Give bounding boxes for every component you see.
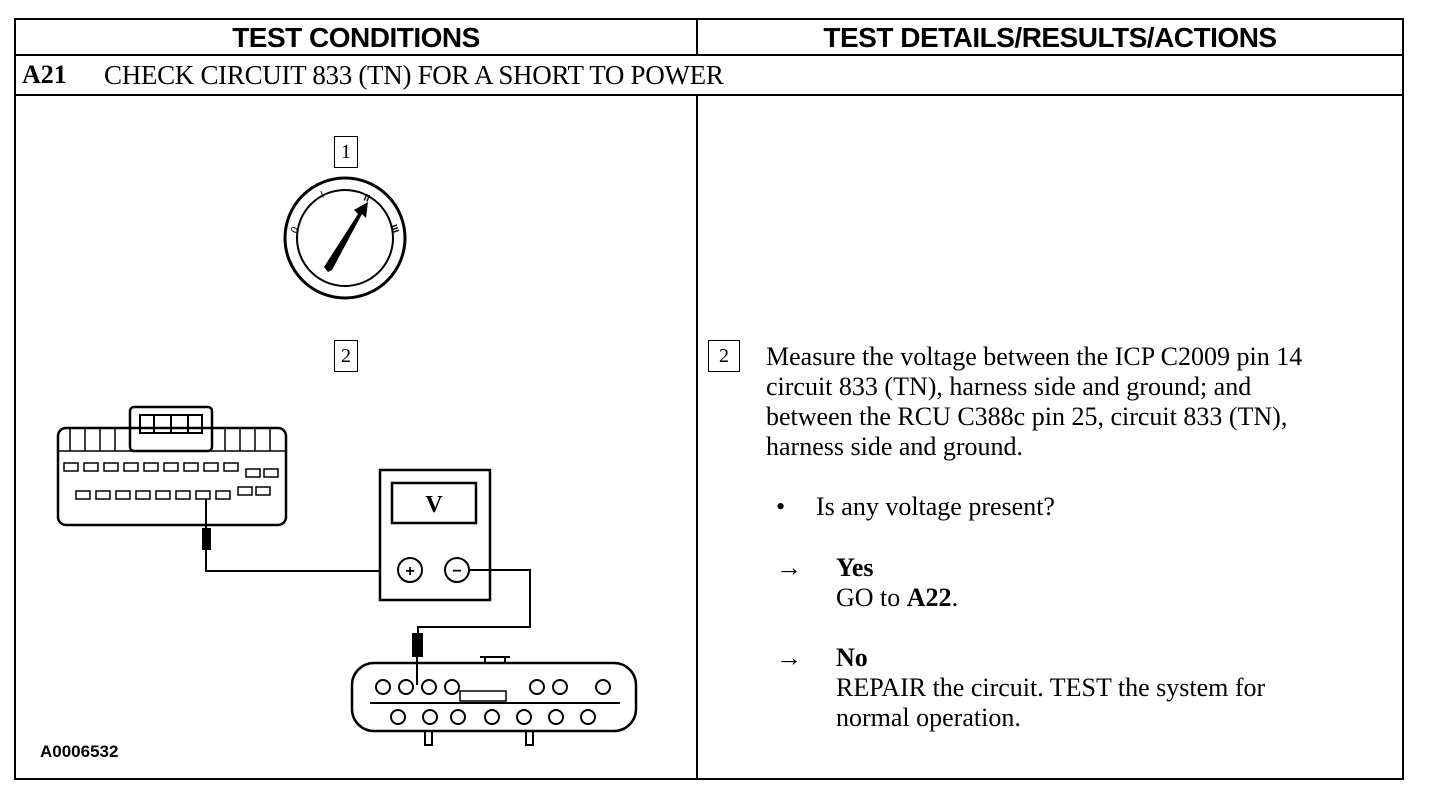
step-2-box-left: 2 bbox=[334, 340, 358, 372]
step-2-box-right: 2 bbox=[708, 340, 740, 372]
header-divider bbox=[14, 54, 1404, 56]
question-text: Is any voltage present? bbox=[816, 492, 1055, 521]
step-1-box: 1 bbox=[334, 136, 358, 168]
instruction-text: Measure the voltage between the ICP C200… bbox=[766, 342, 1396, 462]
no-action-line: REPAIR the circuit. TEST the system for bbox=[836, 673, 1266, 702]
yes-action-target: A22 bbox=[906, 583, 952, 612]
step-title-divider bbox=[14, 94, 1404, 96]
yes-arrow-icon: → bbox=[776, 553, 802, 582]
no-label: No bbox=[836, 643, 868, 672]
header-column-divider bbox=[696, 18, 698, 56]
ignition-switch-icon: 0 I II III bbox=[283, 176, 407, 300]
procedure-table bbox=[14, 18, 1404, 780]
bullet-glyph: • bbox=[776, 492, 786, 521]
instruction-line: between the RCU C388c pin 25, circuit 83… bbox=[766, 402, 1288, 431]
instruction-line: circuit 833 (TN), harness side and groun… bbox=[766, 372, 1252, 401]
instruction-line: harness side and ground. bbox=[766, 432, 1024, 461]
meter-display-label: V bbox=[425, 492, 443, 518]
step-title: CHECK CIRCUIT 833 (TN) FOR A SHORT TO PO… bbox=[104, 60, 724, 90]
multimeter-icon: V + − bbox=[378, 468, 492, 602]
switch-pos-0: 0 bbox=[289, 225, 302, 236]
no-action-line: normal operation. bbox=[836, 703, 1021, 732]
meter-plus-terminal: + bbox=[405, 563, 414, 580]
no-arrow-icon: → bbox=[776, 643, 802, 672]
yes-action: GO to A22. bbox=[836, 583, 958, 613]
yes-action-prefix: GO to bbox=[836, 583, 907, 612]
icp-connector-icon bbox=[56, 405, 288, 527]
figure-id: A0006532 bbox=[40, 742, 119, 761]
instruction-line: Measure the voltage between the ICP C200… bbox=[766, 342, 1303, 371]
rcu-connector-icon bbox=[350, 656, 638, 746]
switch-pos-2: II bbox=[362, 192, 371, 204]
switch-pos-3: III bbox=[387, 223, 400, 235]
meter-minus-terminal: − bbox=[452, 563, 461, 580]
no-action: REPAIR the circuit. TEST the system for … bbox=[836, 673, 1265, 733]
step-code: A21 bbox=[22, 60, 67, 89]
header-test-conditions: TEST CONDITIONS bbox=[232, 22, 480, 53]
yes-label: Yes bbox=[836, 553, 874, 582]
body-column-divider bbox=[696, 94, 698, 780]
switch-pos-1: I bbox=[319, 190, 325, 201]
yes-action-suffix: . bbox=[951, 583, 959, 612]
header-test-details: TEST DETAILS/RESULTS/ACTIONS bbox=[823, 22, 1277, 53]
wiring-diagram: V + − bbox=[56, 405, 638, 746]
